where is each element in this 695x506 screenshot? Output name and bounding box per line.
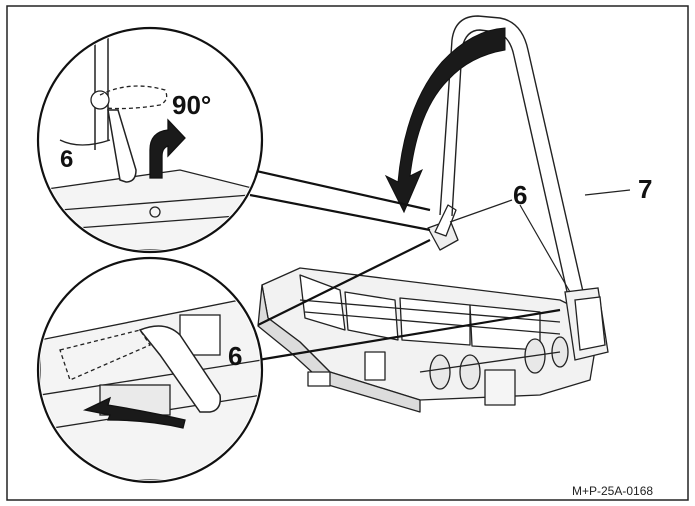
callout-7-frame: 7 [638,174,653,204]
frame-base-bracket [564,287,609,361]
carrier-body [257,204,601,413]
callout-leaders [449,189,631,293]
angle-label: 90° [172,90,212,120]
detail-circle-rotate [36,26,264,254]
callout-6-main: 6 [513,180,528,210]
detail-connectors [249,168,561,362]
figure-code: M+P-25A-0168 [572,484,654,498]
callout-6-upper-detail: 6 [60,146,74,173]
callout-6-lower-detail: 6 [228,341,243,371]
fold-direction-arrow [384,27,506,214]
detail-circle-latch [36,256,264,484]
